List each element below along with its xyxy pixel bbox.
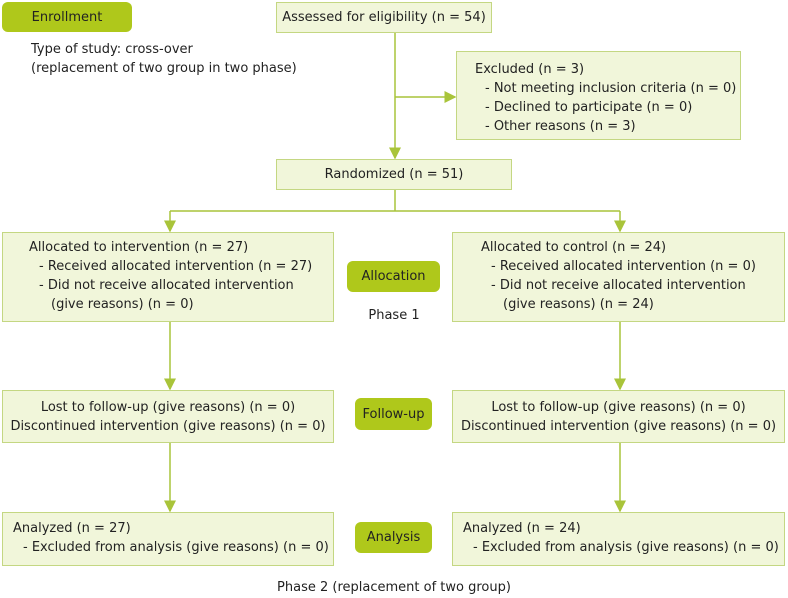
control-lost: Lost to follow-up (give reasons) (n = 0) [491, 399, 746, 415]
control-title: Allocated to control (n = 24) [481, 240, 667, 255]
phase2-label: Phase 2 (replacement of two group) [277, 580, 511, 595]
intervention-not-received: - Did not receive allocated intervention [39, 278, 294, 293]
stage-label-analysis: Analysis [355, 522, 432, 553]
excluded-item: - Other reasons (n = 3) [485, 119, 636, 134]
excluded-box: Excluded (n = 3) - Not meeting inclusion… [456, 51, 741, 140]
excluded-item: - Not meeting inclusion criteria (n = 0) [485, 81, 737, 96]
randomized-text: Randomized (n = 51) [324, 167, 464, 182]
intervention-analyzed: Analyzed (n = 27) [13, 521, 131, 536]
control-analysis-box: Analyzed (n = 24) - Excluded from analys… [452, 512, 785, 566]
excluded-item: - Declined to participate (n = 0) [485, 100, 693, 115]
excluded-title: Excluded (n = 3) [475, 62, 585, 77]
stage-label-allocation: Allocation [347, 261, 440, 292]
intervention-lost: Lost to follow-up (give reasons) (n = 0) [40, 399, 296, 415]
intervention-title: Allocated to intervention (n = 27) [29, 240, 249, 255]
intervention-received: - Received allocated intervention (n = 2… [39, 259, 313, 274]
control-analyzed: Analyzed (n = 24) [463, 521, 581, 536]
stage-label-followup: Follow-up [355, 398, 432, 430]
control-excluded-analysis: - Excluded from analysis (give reasons) … [473, 540, 779, 555]
control-not-received-count: (give reasons) (n = 24) [503, 297, 654, 312]
intervention-discontinued: Discontinued intervention (give reasons)… [10, 418, 326, 434]
randomized-box: Randomized (n = 51) [276, 159, 512, 190]
control-received: - Received allocated intervention (n = 0… [491, 259, 756, 274]
control-allocation-box: Allocated to control (n = 24) - Received… [452, 232, 785, 322]
intervention-not-received-count: (give reasons) (n = 0) [51, 297, 194, 312]
intervention-followup-box: Lost to follow-up (give reasons) (n = 0)… [2, 390, 334, 443]
intervention-excluded-analysis: - Excluded from analysis (give reasons) … [23, 540, 329, 555]
assessed-text: Assessed for eligibility (n = 54) [282, 10, 486, 25]
control-not-received: - Did not receive allocated intervention [491, 278, 746, 293]
intervention-analysis-box: Analyzed (n = 27) - Excluded from analys… [2, 512, 334, 566]
intervention-allocation-box: Allocated to intervention (n = 27) - Rec… [2, 232, 334, 322]
study-type-line1: Type of study: cross-over [31, 42, 193, 57]
control-followup-box: Lost to follow-up (give reasons) (n = 0)… [452, 390, 785, 443]
stage-label-enrollment: Enrollment [2, 2, 132, 32]
control-discontinued: Discontinued intervention (give reasons)… [460, 418, 777, 434]
phase1-label: Phase 1 [368, 308, 420, 323]
assessed-box: Assessed for eligibility (n = 54) [276, 2, 492, 33]
study-type-note: Type of study: cross-over (replacement o… [31, 40, 297, 78]
study-type-line2: (replacement of two group in two phase) [31, 61, 297, 76]
